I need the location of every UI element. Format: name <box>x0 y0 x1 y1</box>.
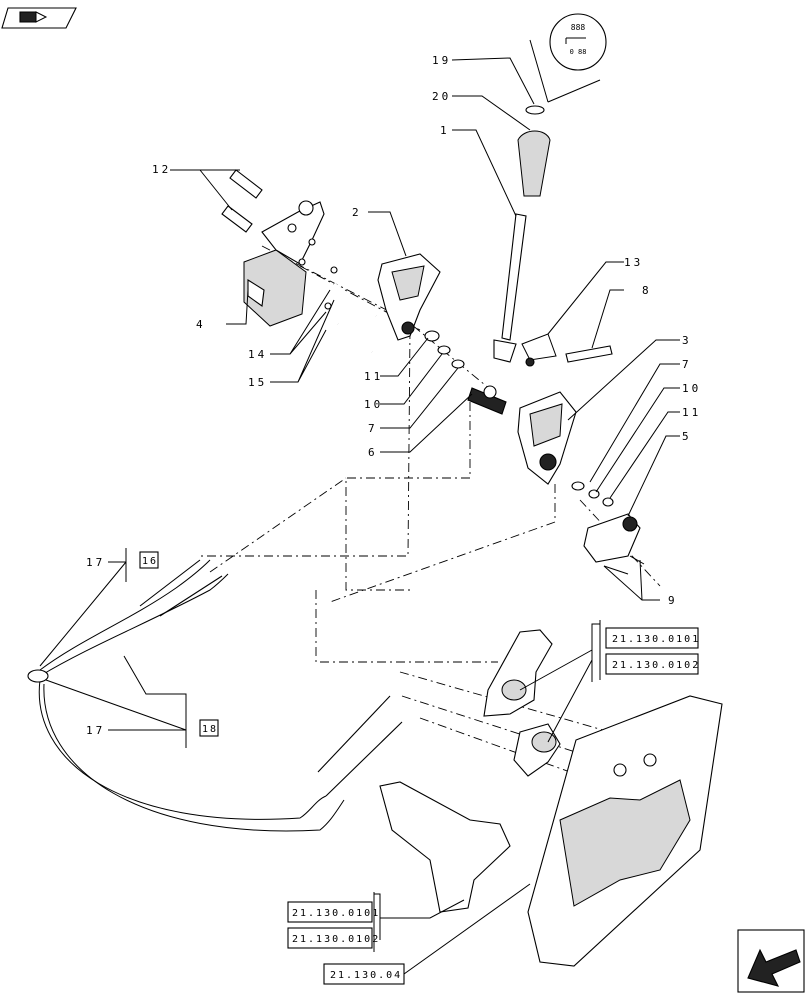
reference-21.130.0101-upper[interactable]: 21.130.0101 <box>605 627 700 649</box>
pin-13 <box>521 333 557 367</box>
callout-10a: 10 <box>364 398 383 411</box>
svg-text:18: 18 <box>202 724 218 735</box>
callout-8: 8 <box>642 284 652 297</box>
svg-text:21.130.0101: 21.130.0101 <box>292 908 380 919</box>
callout-labels: 12 19 20 1 2 13 8 3 7 10 11 5 9 4 14 15 … <box>86 54 701 737</box>
callout-11b: 11 <box>682 406 701 419</box>
boxed-ref-18[interactable]: 18 <box>199 719 219 737</box>
book-arrow-icon[interactable] <box>1 7 77 29</box>
callout-2: 2 <box>352 206 362 219</box>
svg-text:21.130.04: 21.130.04 <box>330 970 402 981</box>
callout-13: 13 <box>624 256 643 269</box>
next-page-arrow-icon[interactable] <box>737 929 805 993</box>
shaft-6 <box>467 385 507 415</box>
gear-lever-1 <box>493 105 551 363</box>
leader-lines <box>39 57 680 975</box>
bracket-5 <box>583 513 641 563</box>
callout-15: 15 <box>248 376 267 389</box>
screws-9 <box>603 555 645 575</box>
bracket-lower <box>379 781 511 913</box>
reference-21.130.04[interactable]: 21.130.04 <box>323 963 405 985</box>
reference-21.130.0101-lower[interactable]: 21.130.0101 <box>287 901 380 923</box>
callout-14: 14 <box>248 348 267 361</box>
svg-text:21.130.0101: 21.130.0101 <box>612 634 700 645</box>
callout-17a: 17 <box>86 556 105 569</box>
rings-right <box>571 481 614 507</box>
gate-plate-2 <box>377 253 441 341</box>
callout-11a: 11 <box>364 370 383 383</box>
callout-4: 4 <box>196 318 206 331</box>
boxed-ref-16[interactable]: 16 <box>139 551 159 569</box>
svg-text:888: 888 <box>571 23 586 32</box>
assembly-lines <box>200 245 661 791</box>
reference-21.130.0102-upper[interactable]: 21.130.0102 <box>605 653 700 675</box>
rings-left <box>424 330 465 369</box>
callout-17b: 17 <box>86 724 105 737</box>
gate-plate-3 <box>517 391 577 485</box>
cables <box>27 559 403 832</box>
callout-1: 1 <box>440 124 450 137</box>
callout-10b: 10 <box>682 382 701 395</box>
callout-7b: 7 <box>682 358 692 371</box>
svg-text:21.130.0102: 21.130.0102 <box>292 934 380 945</box>
callout-12: 12 <box>152 163 171 176</box>
transmission-cover <box>527 695 723 967</box>
svg-text:21.130.0102: 21.130.0102 <box>612 660 700 671</box>
gear-pattern-icon: 888 0 88 <box>529 13 607 103</box>
bracket-upper <box>483 629 561 777</box>
svg-text:0 88: 0 88 <box>570 48 587 56</box>
reference-group-lower: 21.130.0101 21.130.0102 <box>287 892 380 952</box>
pins-12 <box>221 169 263 233</box>
callout-19: 19 <box>432 54 451 67</box>
callout-20: 20 <box>432 90 451 103</box>
bolts-15 <box>324 266 377 354</box>
reference-21.130.0102-lower[interactable]: 21.130.0102 <box>287 927 380 949</box>
callout-5: 5 <box>682 430 692 443</box>
callout-3: 3 <box>682 334 692 347</box>
svg-text:16: 16 <box>142 556 158 567</box>
bracket-4 <box>243 200 325 327</box>
callout-7a: 7 <box>368 422 378 435</box>
pin-8 <box>565 345 613 363</box>
callout-6: 6 <box>368 446 378 459</box>
reference-group-upper: 21.130.0101 21.130.0102 <box>599 620 700 680</box>
callout-9: 9 <box>668 594 678 607</box>
